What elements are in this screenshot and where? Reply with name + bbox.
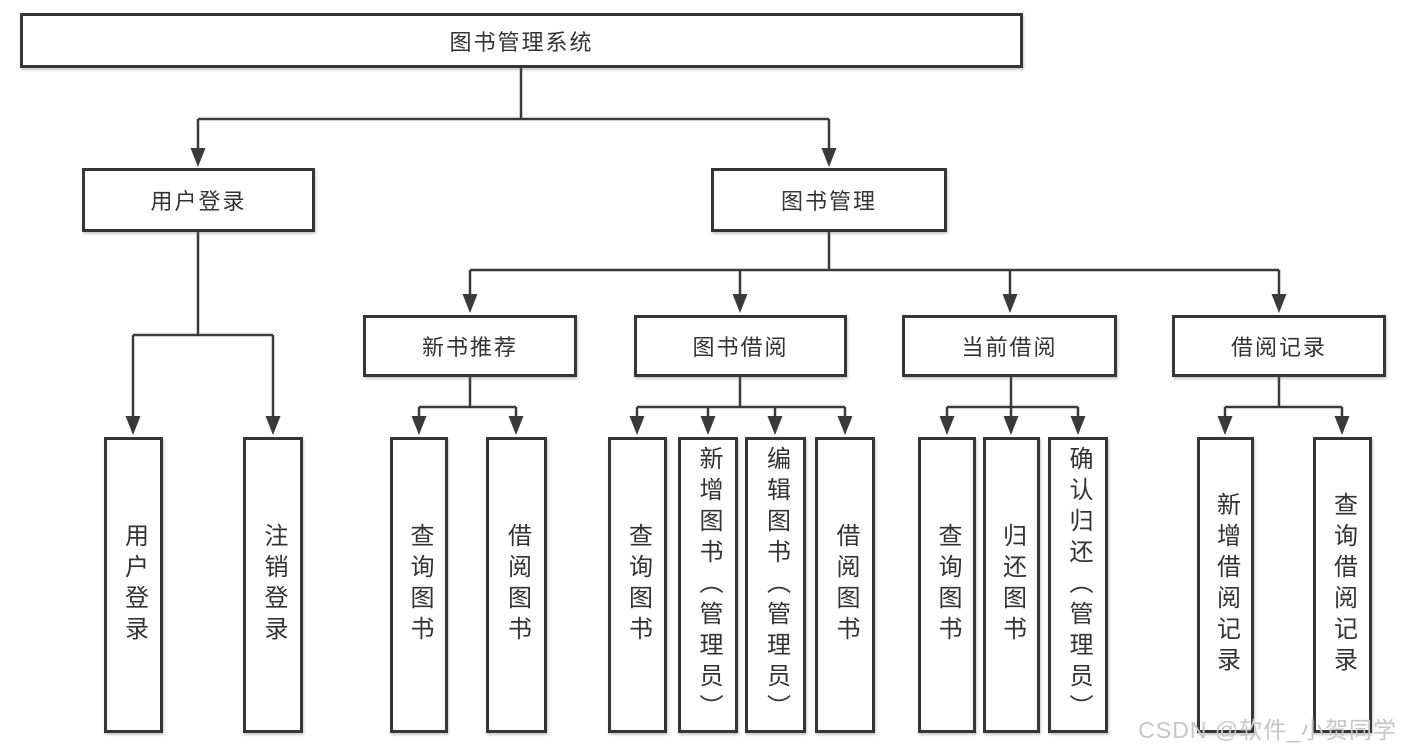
leaf-confirm-return-admin: 确认归还（管理员）: [1048, 437, 1108, 733]
arrow-down-icon: [767, 416, 783, 435]
leaf-query-books-current: 查询图书: [918, 437, 976, 733]
arrow-down-icon: [508, 416, 524, 435]
arrow-down-icon: [1271, 294, 1287, 313]
leaf-return-books: 归还图书: [983, 437, 1040, 733]
arrow-down-icon: [1334, 416, 1350, 435]
arrow-down-icon: [125, 416, 141, 435]
arrowheads: [125, 148, 1350, 435]
node-root-system: 图书管理系统: [20, 13, 1023, 68]
arrow-down-icon: [1070, 416, 1086, 435]
arrow-down-icon: [837, 416, 853, 435]
node-user-login: 用户登录: [82, 168, 315, 232]
arrow-down-icon: [1003, 416, 1019, 435]
leaf-logout: 注销登录: [243, 437, 303, 733]
leaf-query-books-recommend: 查询图书: [390, 437, 448, 733]
arrow-down-icon: [462, 294, 478, 313]
leaf-query-books-borrowing: 查询图书: [608, 437, 667, 733]
leaf-query-borrow-record: 查询借阅记录: [1313, 437, 1372, 733]
leaf-edit-books-admin: 编辑图书（管理员）: [745, 437, 806, 733]
node-book-management: 图书管理: [711, 168, 947, 232]
arrow-down-icon: [1217, 416, 1233, 435]
node-borrowing-records: 借阅记录: [1172, 315, 1386, 377]
arrow-down-icon: [1002, 294, 1018, 313]
node-book-borrowing: 图书借阅: [634, 315, 847, 377]
node-current-borrowing: 当前借阅: [902, 315, 1117, 377]
connector-path: [131, 68, 1344, 418]
arrow-down-icon: [939, 416, 955, 435]
arrow-down-icon: [821, 148, 837, 167]
arrow-down-icon: [190, 148, 206, 167]
arrow-down-icon: [411, 416, 427, 435]
arrow-down-icon: [265, 416, 281, 435]
arrow-down-icon: [629, 416, 645, 435]
leaf-add-books-admin: 新增图书（管理员）: [678, 437, 738, 733]
node-new-book-recommend: 新书推荐: [363, 315, 577, 377]
leaf-user-login: 用户登录: [104, 437, 163, 733]
csdn-watermark: CSDN @软件_小贺同学: [1138, 717, 1397, 743]
leaf-borrow-books: 借阅图书: [815, 437, 875, 733]
leaf-add-borrow-record: 新增借阅记录: [1197, 437, 1254, 733]
arrow-down-icon: [700, 416, 716, 435]
arrow-down-icon: [732, 294, 748, 313]
leaf-borrow-books-recommend: 借阅图书: [486, 437, 547, 733]
